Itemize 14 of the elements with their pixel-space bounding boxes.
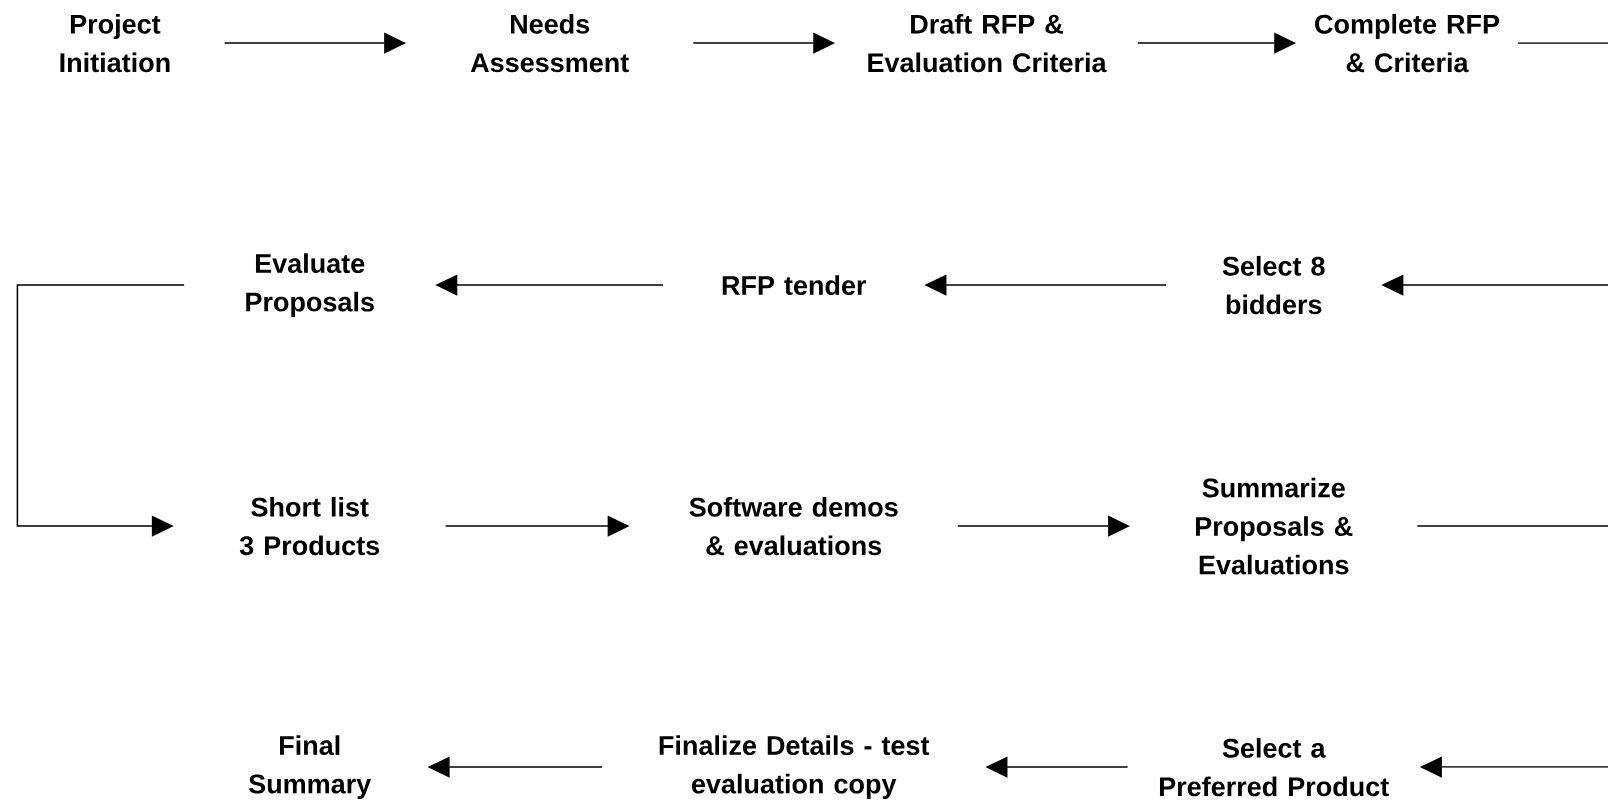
- step-label: Short list 3 Products: [239, 496, 380, 556]
- step-label: RFP tender: [722, 275, 867, 295]
- arrow: [16, 284, 185, 537]
- step-label: Project Initiation: [60, 13, 170, 73]
- step-label: Select a Preferred Product: [1160, 737, 1389, 797]
- step-label: Evaluate Proposals: [246, 253, 374, 317]
- step-label: Draft RFP & Evaluation Criteria: [868, 13, 1107, 73]
- step-label: Complete RFP & Criteria: [1315, 13, 1500, 73]
- step-label: Software demos & evaluations: [689, 496, 898, 556]
- step-label: Finalize Details - test evaluation copy: [659, 735, 930, 799]
- step-label: Needs Assessment: [470, 13, 629, 73]
- step-label: Summarize Proposals & Evaluations: [1196, 477, 1353, 575]
- step-label: Final Summary: [248, 735, 372, 799]
- step-label: Select 8 bidders: [1222, 255, 1325, 315]
